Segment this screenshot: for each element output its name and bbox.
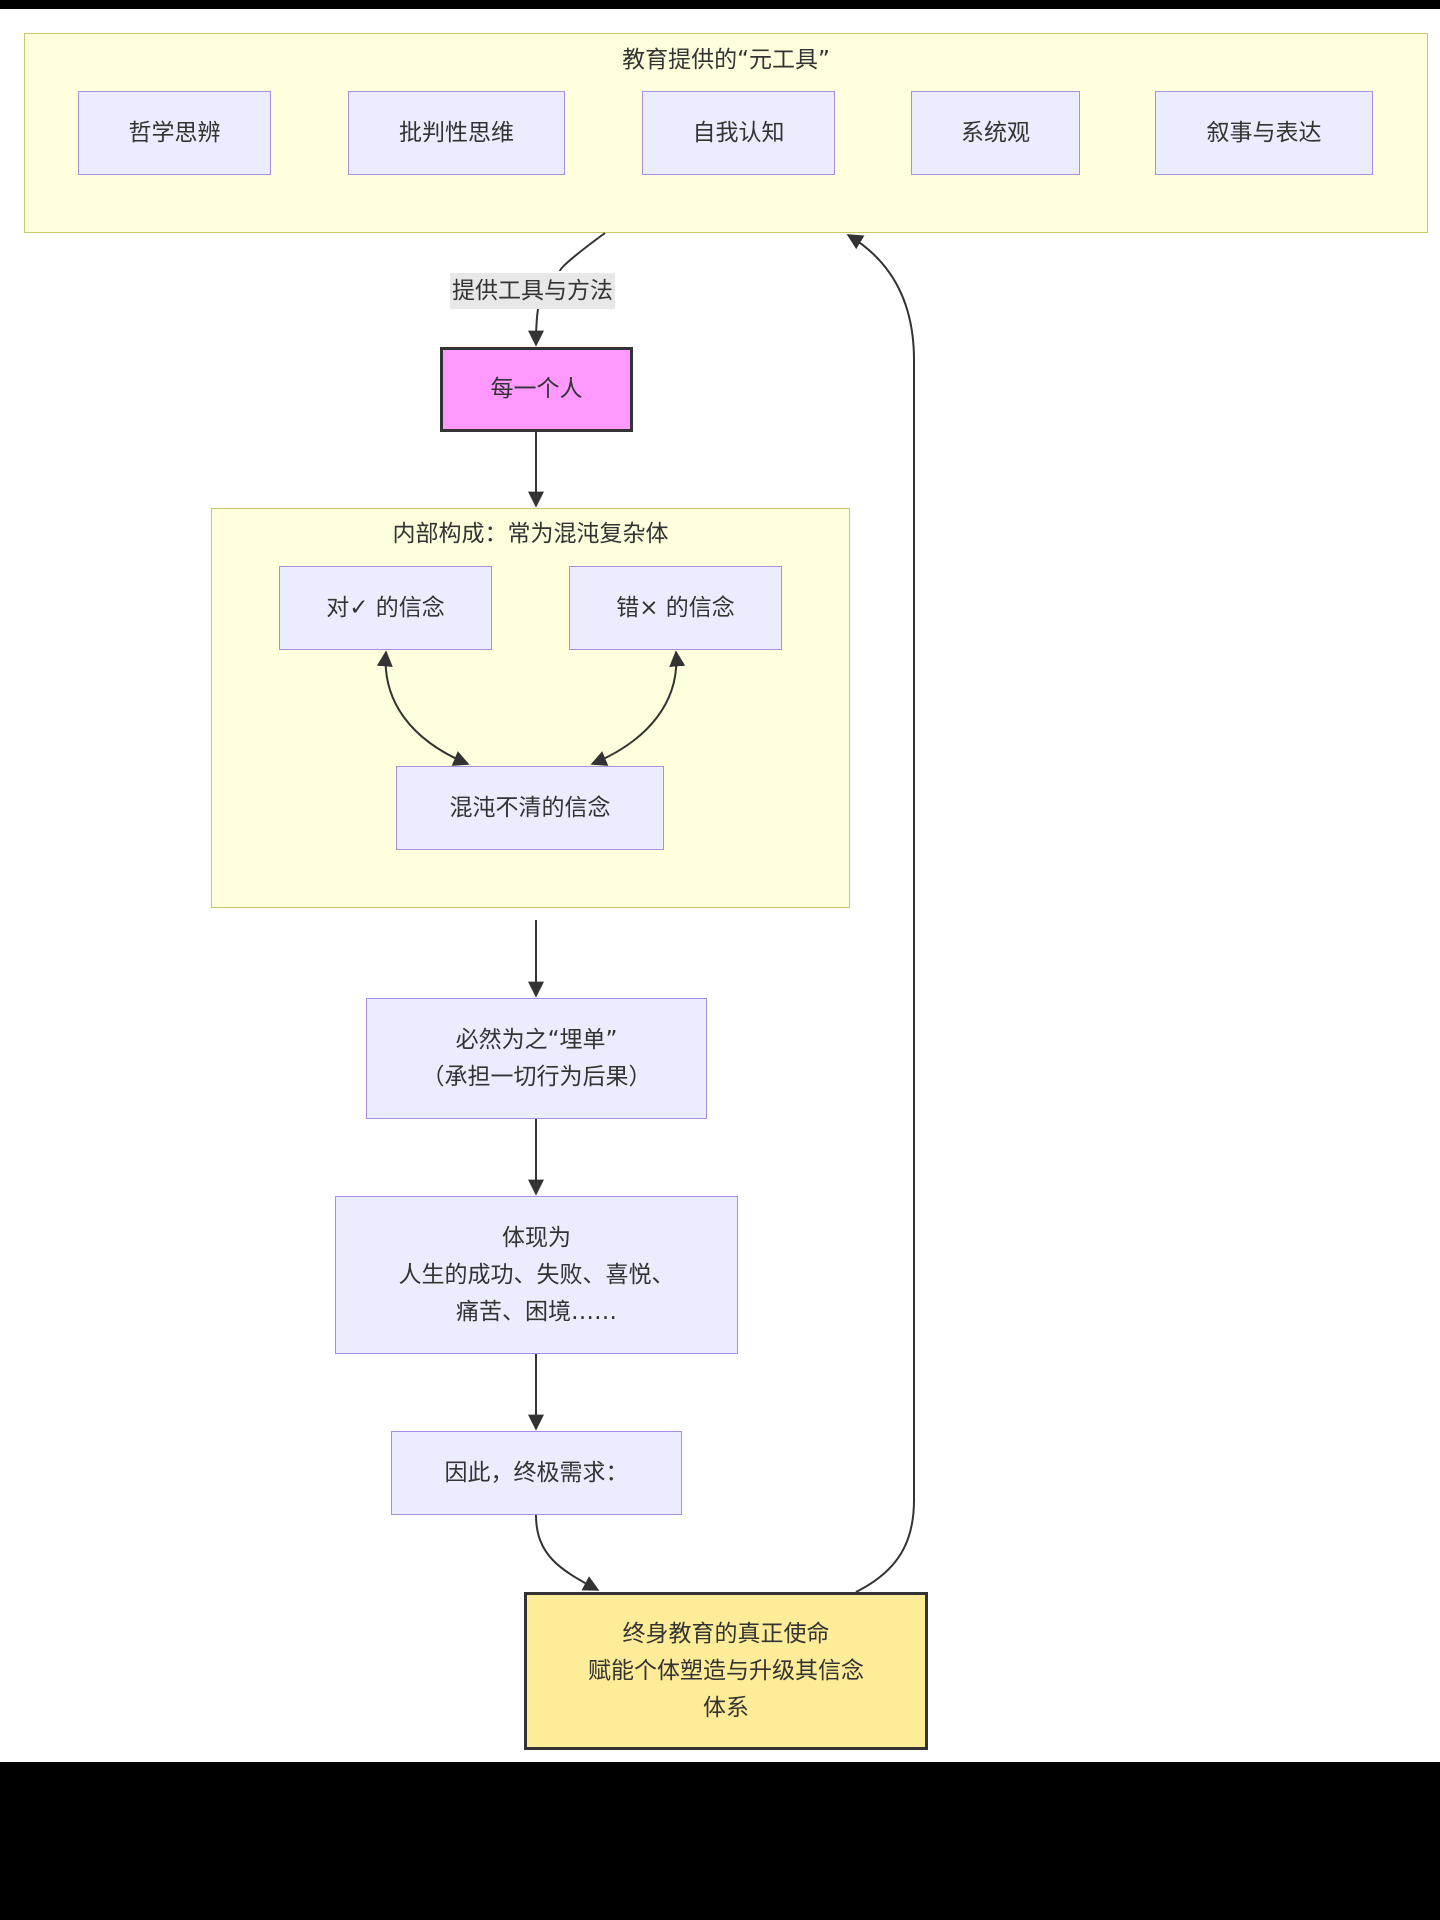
tool-narrative: 叙事与表达 — [1155, 91, 1373, 175]
bottom-black-bar — [0, 1762, 1440, 1920]
meta-tools-title: 教育提供的“元工具” — [622, 47, 830, 73]
tool-philosophy: 哲学思辨 — [78, 91, 271, 175]
edge-label-tools-methods: 提供工具与方法 — [450, 273, 615, 309]
tool-systems-view: 系统观 — [911, 91, 1080, 175]
therefore-node: 因此，终极需求： — [391, 1431, 682, 1515]
person-node: 每一个人 — [440, 347, 633, 432]
tool-critical-thinking: 批判性思维 — [348, 91, 565, 175]
internal-composition-title: 内部构成：常为混沌复杂体 — [392, 521, 669, 547]
mission-node: 终身教育的真正使命 赋能个体塑造与升级其信念 体系 — [524, 1592, 928, 1750]
wrong-belief-node: 错× 的信念 — [569, 566, 782, 650]
tool-self-awareness: 自我认知 — [642, 91, 835, 175]
pay-for-node: 必然为之“埋单” （承担一切行为后果） — [366, 998, 707, 1119]
chaotic-belief-node: 混沌不清的信念 — [396, 766, 664, 850]
right-belief-node: 对✓ 的信念 — [279, 566, 492, 650]
manifest-node: 体现为 人生的成功、失败、喜悦、 痛苦、困境…… — [335, 1196, 738, 1354]
